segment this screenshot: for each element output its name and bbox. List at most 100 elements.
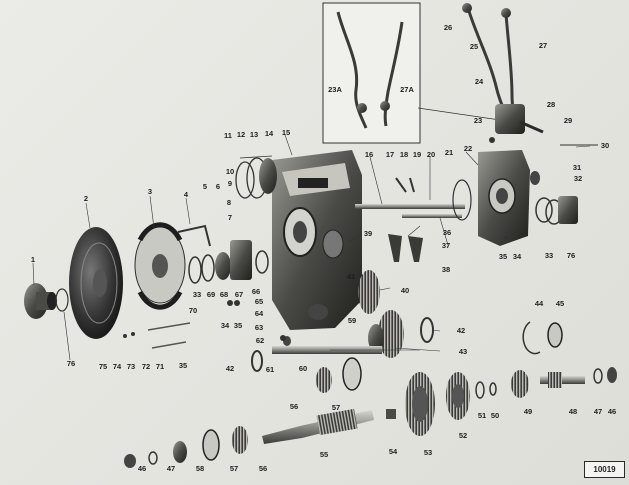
callout-17: 17 xyxy=(385,150,395,159)
transfer-case-housing xyxy=(235,150,362,330)
callout-51: 51 xyxy=(477,411,487,420)
callout-12: 12 xyxy=(236,130,246,139)
callout-35-bottom: 35 xyxy=(178,361,188,370)
callout-3: 3 xyxy=(147,187,153,196)
output-shaft-assembly xyxy=(124,408,396,468)
callout-37: 37 xyxy=(441,241,451,250)
callout-76-right: 76 xyxy=(566,251,576,260)
callout-76-left: 76 xyxy=(66,359,76,368)
callout-24: 24 xyxy=(474,77,484,86)
callout-16: 16 xyxy=(364,150,374,159)
callout-70: 70 xyxy=(188,306,198,315)
callout-13: 13 xyxy=(249,130,259,139)
callout-71: 71 xyxy=(155,362,165,371)
callout-35-left: 35 xyxy=(233,321,243,330)
callout-65: 65 xyxy=(254,297,264,306)
callout-57-mid: 57 xyxy=(331,403,341,412)
callout-54: 54 xyxy=(388,447,398,456)
callout-25: 25 xyxy=(469,42,479,51)
callout-8: 8 xyxy=(226,198,232,207)
companion-flange xyxy=(24,283,69,319)
callout-52: 52 xyxy=(458,431,468,440)
brake-drum xyxy=(69,227,123,339)
callout-72: 72 xyxy=(141,362,151,371)
callout-14: 14 xyxy=(264,129,274,138)
callout-33-left: 33 xyxy=(192,290,202,299)
shift-lever-assembly xyxy=(462,3,598,146)
callout-40: 40 xyxy=(400,286,410,295)
callout-18: 18 xyxy=(399,150,409,159)
callout-55: 55 xyxy=(319,450,329,459)
callout-29: 29 xyxy=(563,116,573,125)
callout-28: 28 xyxy=(546,100,556,109)
front-bearing-stack xyxy=(188,240,269,284)
callout-57-bottom: 57 xyxy=(229,464,239,473)
callout-35: 35 xyxy=(498,252,508,261)
callout-42-right: 42 xyxy=(456,326,466,335)
callout-61: 61 xyxy=(265,365,275,374)
callout-21: 21 xyxy=(444,148,454,157)
leader-lines xyxy=(32,134,591,361)
callout-48: 48 xyxy=(568,407,578,416)
callout-56-bottom: 56 xyxy=(258,464,268,473)
callout-73: 73 xyxy=(126,362,136,371)
callout-15: 15 xyxy=(281,128,291,137)
callout-43: 43 xyxy=(458,347,468,356)
callout-45: 45 xyxy=(555,299,565,308)
callout-27: 27 xyxy=(538,41,548,50)
callout-23: 23 xyxy=(473,116,483,125)
mounting-hardware xyxy=(123,137,508,349)
callout-36: 36 xyxy=(442,228,452,237)
callout-34-left: 34 xyxy=(220,321,230,330)
callout-67: 67 xyxy=(234,290,244,299)
callout-64: 64 xyxy=(254,309,264,318)
callout-44: 44 xyxy=(534,299,544,308)
callout-66: 66 xyxy=(251,287,261,296)
callout-34: 34 xyxy=(512,252,522,261)
callout-20: 20 xyxy=(426,150,436,159)
callout-7: 7 xyxy=(227,213,233,222)
callout-53: 53 xyxy=(423,448,433,457)
callout-47-bottom: 47 xyxy=(166,464,176,473)
callout-27a: 27A xyxy=(400,85,414,94)
callout-39: 39 xyxy=(363,229,373,238)
callout-75: 75 xyxy=(98,362,108,371)
callout-62: 62 xyxy=(255,336,265,345)
callout-56-mid: 56 xyxy=(289,402,299,411)
callout-31: 31 xyxy=(572,163,582,172)
rear-output-shaft xyxy=(511,321,617,398)
callout-59: 59 xyxy=(347,316,357,325)
callout-4: 4 xyxy=(183,190,189,199)
callout-6: 6 xyxy=(215,182,221,191)
callout-60: 60 xyxy=(298,364,308,373)
inset-shift-levers xyxy=(322,2,501,144)
callout-47-right: 47 xyxy=(593,407,603,416)
callout-33: 33 xyxy=(544,251,554,260)
callout-41: 41 xyxy=(346,272,356,281)
callout-50: 50 xyxy=(490,411,500,420)
brake-backing-plate xyxy=(134,222,211,310)
callout-46-bottom: 46 xyxy=(137,464,147,473)
callout-49: 49 xyxy=(523,407,533,416)
callout-42-left: 42 xyxy=(225,364,235,373)
callout-10: 10 xyxy=(225,167,235,176)
callout-63: 63 xyxy=(254,323,264,332)
callout-19: 19 xyxy=(412,150,422,159)
callout-58: 58 xyxy=(195,464,205,473)
callout-32: 32 xyxy=(573,174,583,183)
callout-74: 74 xyxy=(112,362,122,371)
shifter-rods xyxy=(355,177,465,262)
callout-23a: 23A xyxy=(328,85,342,94)
callout-22: 22 xyxy=(463,144,473,153)
callout-9: 9 xyxy=(227,179,233,188)
callout-1: 1 xyxy=(30,255,36,264)
callout-46-right: 46 xyxy=(607,407,617,416)
callout-26: 26 xyxy=(443,23,453,32)
callout-68: 68 xyxy=(219,290,229,299)
callout-38: 38 xyxy=(441,265,451,274)
callout-69: 69 xyxy=(206,290,216,299)
callout-30: 30 xyxy=(600,141,610,150)
plate-number: 10019 xyxy=(584,461,625,478)
